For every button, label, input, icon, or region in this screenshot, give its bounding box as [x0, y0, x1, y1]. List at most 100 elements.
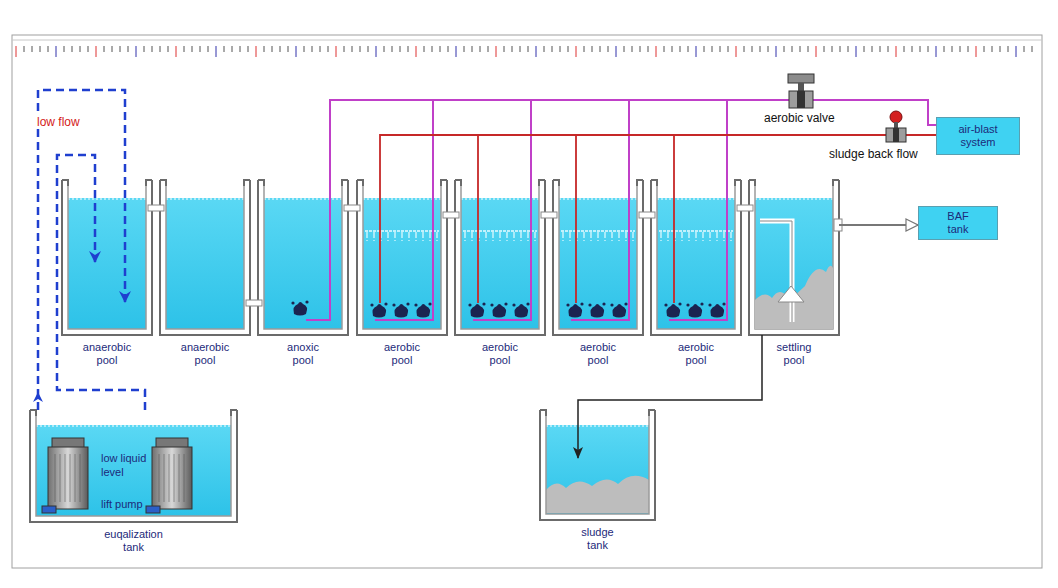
- ruler-tick: [384, 46, 385, 52]
- flow-line: [57, 155, 145, 410]
- ruler-tick: [1000, 46, 1001, 52]
- ruler-tick: [496, 46, 497, 57]
- ruler-tick: [808, 46, 809, 52]
- diffuser: [468, 302, 485, 317]
- anaerobic-pool: anaerobic pool: [160, 180, 250, 335]
- tank-label: aerobic pool: [376, 341, 428, 367]
- air-pipe: [375, 100, 936, 320]
- diffusers: [291, 300, 725, 317]
- ruler-tick: [400, 46, 401, 52]
- ruler-tick: [160, 46, 161, 52]
- aeration-grid-line: [365, 230, 439, 232]
- ruler-tick: [192, 46, 193, 52]
- air-pipe: [571, 100, 936, 320]
- ruler-tick: [240, 46, 241, 52]
- ruler-tick: [872, 46, 873, 52]
- ruler-tick: [144, 46, 145, 52]
- ruler-tick: [352, 46, 353, 52]
- sludge-tank: sludge tank: [540, 410, 655, 520]
- ruler-tick: [664, 46, 665, 52]
- air-pipe: [478, 135, 936, 303]
- air-pipe: [473, 100, 936, 320]
- ruler-tick: [216, 46, 217, 57]
- ruler-tick: [736, 46, 737, 57]
- ruler-tick: [440, 46, 441, 52]
- ruler-tick: [688, 46, 689, 52]
- sludge-tank-shape: [540, 410, 655, 520]
- ruler-tick: [152, 46, 153, 52]
- ruler-tick: [752, 46, 753, 52]
- tank-label: aerobic pool: [572, 341, 624, 367]
- pool-shape: [160, 180, 250, 335]
- ruler-tick: [704, 46, 705, 52]
- ruler-tick: [920, 46, 921, 52]
- outflow-line: [839, 224, 918, 226]
- ruler-tick: [1024, 46, 1025, 52]
- aeration-grid-hangers: [659, 232, 733, 241]
- ruler-tick: [712, 46, 713, 52]
- ruler-tick: [264, 46, 265, 52]
- aeration-grid: [365, 231, 733, 241]
- ruler-tick: [792, 46, 793, 52]
- valve-label: aerobic valve: [762, 111, 837, 125]
- ruler-tick: [1008, 46, 1009, 52]
- ruler-tick: [536, 46, 537, 57]
- ruler-tick: [776, 46, 777, 57]
- air-pipe: [306, 100, 936, 320]
- ruler-tick: [448, 46, 449, 52]
- ruler-tick: [312, 46, 313, 52]
- ruler-tick: [640, 46, 641, 52]
- ruler-tick: [720, 46, 721, 52]
- ruler-tick: [320, 46, 321, 52]
- air-pipe: [576, 135, 936, 303]
- ruler-tick: [952, 46, 953, 52]
- diffuser: [588, 302, 605, 317]
- aeration-grid-hangers: [365, 232, 439, 241]
- tank-label: aerobic pool: [474, 341, 526, 367]
- ruler-tick: [32, 46, 33, 52]
- ruler-tick: [296, 46, 297, 57]
- level-label: low liquid level: [99, 451, 157, 479]
- diffuser: [414, 302, 431, 317]
- ruler-tick: [616, 46, 617, 57]
- ruler-tick: [512, 46, 513, 52]
- ruler-tick: [544, 46, 545, 52]
- diffuser: [664, 302, 681, 317]
- ruler-tick: [744, 46, 745, 52]
- ruler-tick: [600, 46, 601, 52]
- ruler-tick: [304, 46, 305, 52]
- ruler-tick: [1032, 46, 1033, 52]
- frame-line: [12, 40, 1042, 41]
- ruler-tick: [336, 46, 337, 57]
- ruler-tick: [888, 46, 889, 52]
- box-label: BAF tank: [938, 210, 978, 236]
- diffuser: [708, 302, 725, 317]
- ruler-tick: [856, 46, 857, 57]
- ruler-tick: [936, 46, 937, 57]
- ruler-tick: [656, 46, 657, 57]
- air-blast-box: air-blast system: [936, 117, 1020, 155]
- diffuser: [512, 302, 529, 317]
- frame: [12, 35, 1042, 568]
- diffuser: [291, 300, 308, 315]
- ruler-tick: [416, 46, 417, 57]
- aeration-grid-line: [463, 230, 537, 232]
- tank-label: anaerobic pool: [81, 341, 133, 367]
- ruler-tick: [176, 46, 177, 57]
- aeration-grid-hangers: [561, 232, 635, 241]
- flow-arrow: [33, 392, 43, 402]
- ruler-tick: [48, 46, 49, 52]
- ruler-tick: [24, 46, 25, 52]
- ruler-tick: [256, 46, 257, 57]
- ruler-tick: [672, 46, 673, 52]
- ruler-tick: [608, 46, 609, 52]
- ruler-tick: [824, 46, 825, 52]
- ruler-tick: [200, 46, 201, 52]
- ruler-tick: [408, 46, 409, 52]
- ruler-tick: [880, 46, 881, 52]
- ruler-tick: [280, 46, 281, 52]
- ruler-tick: [96, 46, 97, 57]
- ruler-tick: [976, 46, 977, 57]
- ruler-tick: [912, 46, 913, 52]
